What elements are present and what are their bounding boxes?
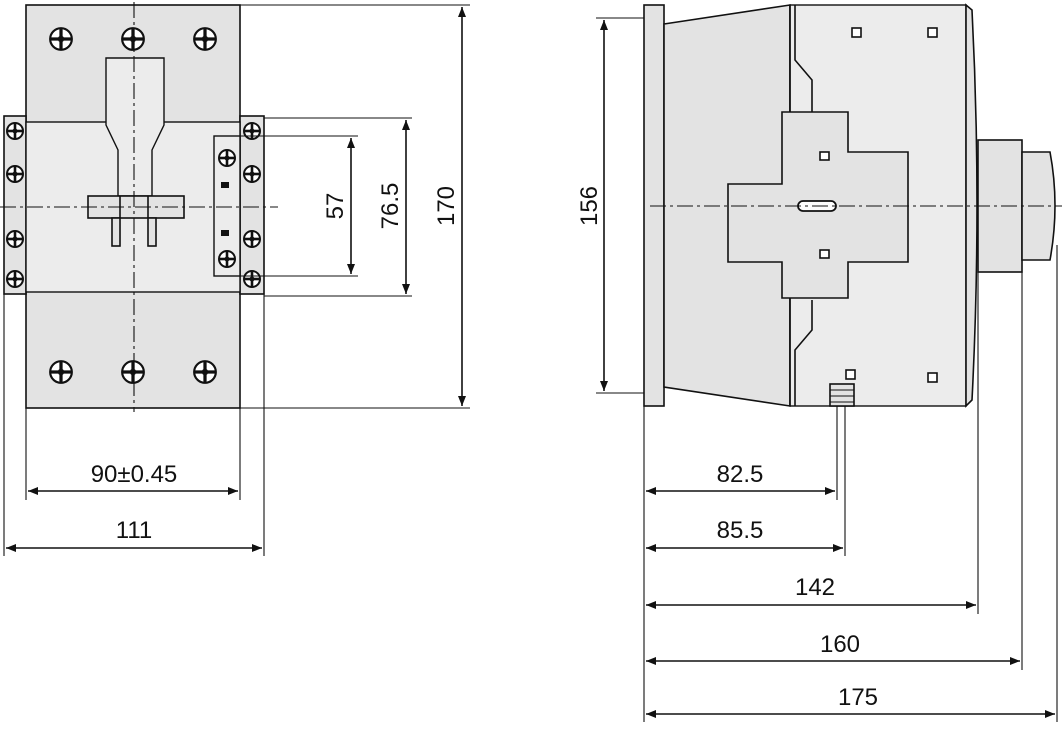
screw-icon [192, 26, 218, 52]
dim-label-160: 160 [820, 631, 860, 658]
screw-icon [192, 359, 218, 385]
dim-label-170: 170 [433, 186, 460, 226]
screw-icon [242, 269, 262, 289]
screw-icon [242, 164, 262, 184]
screw-icon [120, 359, 146, 385]
side-view: 156 82.5 85.5 142 160 175 [576, 3, 1062, 722]
screw-icon [217, 249, 237, 269]
screw-icon [5, 164, 25, 184]
screw-icon [48, 359, 74, 385]
dim-label-82-5: 82.5 [717, 461, 764, 488]
dim-label-85-5: 85.5 [717, 517, 764, 544]
front-view: 90±0.45 111 57 76.5 170 [0, 2, 470, 556]
dim-label-90: 90±0.45 [91, 461, 178, 488]
screw-icon [242, 121, 262, 141]
screw-icon [242, 229, 262, 249]
screw-icon [5, 269, 25, 289]
screw-icon [5, 121, 25, 141]
screw-icon [5, 229, 25, 249]
front-pin-right [147, 217, 157, 247]
front-pin-left [111, 217, 121, 247]
dim-label-156: 156 [576, 186, 603, 226]
dim-label-111: 111 [116, 517, 152, 544]
screw-icon [120, 26, 146, 52]
dim-label-142: 142 [795, 574, 835, 601]
dim-label-76-5: 76.5 [377, 183, 404, 230]
front-left-wing [3, 115, 27, 295]
screw-icon [48, 26, 74, 52]
side-terminal [829, 383, 855, 407]
front-right-wing [239, 115, 265, 295]
screw-icon [217, 148, 237, 168]
dim-label-175: 175 [838, 684, 878, 711]
side-front-cap [965, 3, 978, 408]
dim-label-57: 57 [322, 193, 349, 220]
